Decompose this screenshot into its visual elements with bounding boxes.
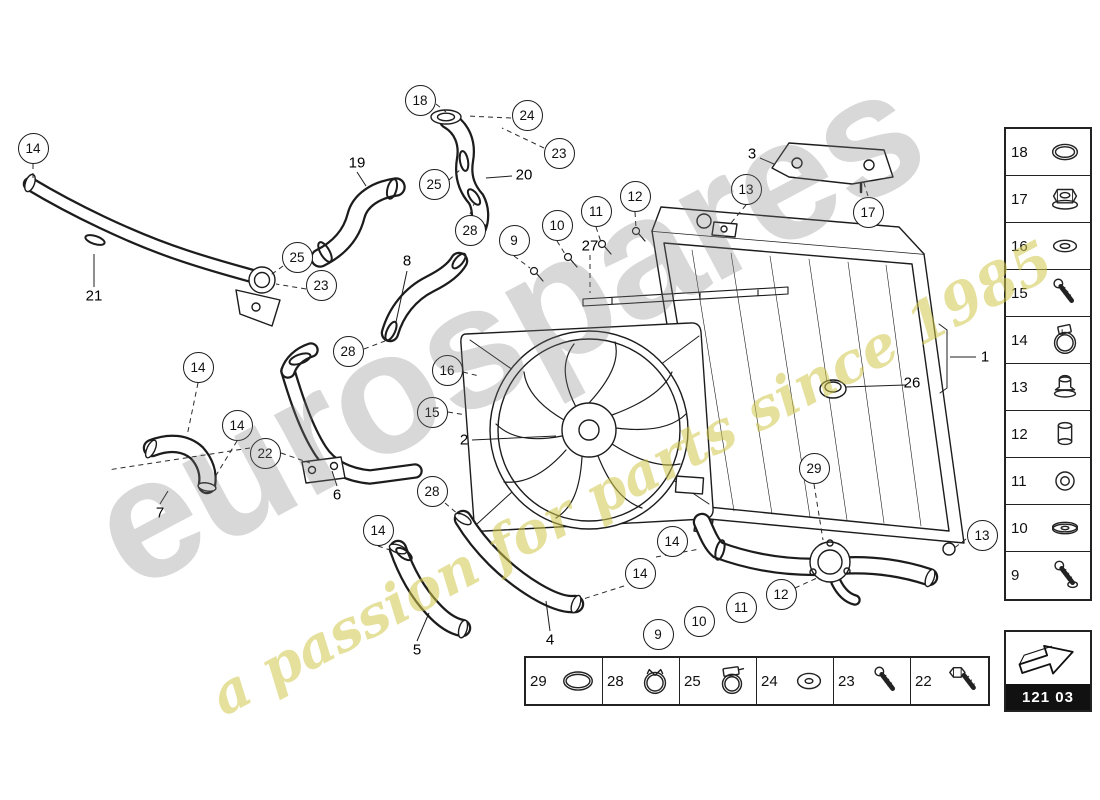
bottom-parts-legend: 29 28 25 24 23 22 — [524, 656, 990, 706]
part-label-8: 8 — [402, 252, 412, 270]
hex-bolt-icon — [944, 661, 984, 701]
part-balloon-23[interactable]: 23 — [305, 269, 337, 301]
rubber-grommet-icon — [1045, 367, 1085, 407]
part-balloon-16[interactable]: 16 — [431, 354, 463, 386]
legend-item-17[interactable]: 17 — [1006, 176, 1090, 223]
part-balloon-11[interactable]: 11 — [580, 195, 612, 227]
screw-icon — [866, 661, 906, 701]
part-balloon-14[interactable]: 14 — [656, 525, 688, 557]
legend-item-23[interactable]: 23 — [834, 658, 911, 704]
part-balloon-9[interactable]: 9 — [498, 224, 530, 256]
bolt-icon — [1045, 556, 1085, 596]
part-balloon-10[interactable]: 10 — [541, 209, 573, 241]
part-label-20: 20 — [515, 166, 533, 184]
legend-number: 15 — [1011, 284, 1028, 302]
legend-item-18[interactable]: 18 — [1006, 129, 1090, 176]
part-balloon-14[interactable]: 14 — [624, 557, 656, 589]
legend-number: 9 — [1011, 567, 1020, 584]
legend-item-13[interactable]: 13 — [1006, 364, 1090, 411]
washer-icon — [1045, 226, 1085, 266]
spring-clamp-icon — [635, 661, 675, 701]
legend-item-12[interactable]: 12 — [1006, 411, 1090, 458]
legend-item-15[interactable]: 15 — [1006, 270, 1090, 317]
legend-item-14[interactable]: 14 — [1006, 317, 1090, 364]
part-balloon-13[interactable]: 13 — [966, 519, 998, 551]
part-balloon-23[interactable]: 23 — [543, 137, 575, 169]
part-balloon-14[interactable]: 14 — [362, 514, 394, 546]
part-balloon-28[interactable]: 28 — [416, 475, 448, 507]
part-label-19: 19 — [348, 154, 366, 172]
legend-number: 18 — [1011, 143, 1028, 161]
part-balloon-28[interactable]: 28 — [332, 335, 364, 367]
legend-number: 11 — [1011, 472, 1027, 490]
part-label-26: 26 — [903, 374, 921, 392]
legend-item-24[interactable]: 24 — [757, 658, 834, 704]
legend-item-29[interactable]: 29 — [526, 658, 603, 704]
legend-number: 24 — [761, 672, 778, 690]
part-balloon-14[interactable]: 14 — [221, 409, 253, 441]
diagram-nav-box[interactable]: 121 03 — [1004, 630, 1092, 712]
legend-number: 22 — [915, 672, 932, 690]
legend-item-25[interactable]: 25 — [680, 658, 757, 704]
legend-number: 16 — [1011, 237, 1028, 255]
legend-number: 29 — [530, 672, 547, 690]
legend-number: 12 — [1011, 425, 1028, 443]
part-label-3: 3 — [747, 145, 757, 163]
part-label-2: 2 — [459, 431, 469, 449]
grommet-flat-icon — [789, 661, 829, 701]
o-ring-large-icon — [558, 661, 598, 701]
part-balloon-22[interactable]: 22 — [249, 437, 281, 469]
hose-clamp-icon — [1045, 320, 1085, 360]
legend-item-10[interactable]: 10 — [1006, 505, 1090, 552]
diagram-code-badge: 121 03 — [1006, 684, 1090, 710]
legend-number: 13 — [1011, 378, 1028, 396]
part-label-7: 7 — [155, 504, 165, 522]
bushing-icon — [1045, 414, 1085, 454]
seal-ring-icon — [1045, 461, 1085, 501]
part-label-6: 6 — [332, 486, 342, 504]
legend-item-9[interactable]: 9 — [1006, 552, 1090, 599]
part-label-1: 1 — [980, 348, 990, 366]
part-balloon-17[interactable]: 17 — [852, 196, 884, 228]
screw-icon — [1045, 273, 1085, 313]
part-balloon-24[interactable]: 24 — [511, 99, 543, 131]
part-balloon-18[interactable]: 18 — [404, 84, 436, 116]
o-ring-icon — [1045, 132, 1085, 172]
part-balloon-25[interactable]: 25 — [418, 168, 450, 200]
part-balloon-13[interactable]: 13 — [730, 173, 762, 205]
part-balloon-11[interactable]: 11 — [725, 591, 757, 623]
part-balloon-14[interactable]: 14 — [182, 351, 214, 383]
part-balloon-29[interactable]: 29 — [798, 452, 830, 484]
legend-number: 17 — [1011, 190, 1028, 208]
part-balloon-28[interactable]: 28 — [454, 214, 486, 246]
part-balloon-14[interactable]: 14 — [17, 132, 49, 164]
worm-clamp-icon — [712, 661, 752, 701]
part-balloon-10[interactable]: 10 — [683, 605, 715, 637]
legend-number: 25 — [684, 672, 701, 690]
part-label-27: 27 — [581, 237, 599, 255]
legend-number: 10 — [1011, 519, 1028, 537]
side-parts-legend: 18 17 16 15 14 13 12 11 10 9 — [1004, 127, 1092, 601]
legend-number: 23 — [838, 672, 855, 690]
flat-washer-icon — [1045, 508, 1085, 548]
part-balloon-25[interactable]: 25 — [281, 241, 313, 273]
part-balloon-12[interactable]: 12 — [619, 180, 651, 212]
legend-item-11[interactable]: 11 — [1006, 458, 1090, 505]
part-balloon-12[interactable]: 12 — [765, 578, 797, 610]
part-label-21: 21 — [85, 287, 103, 305]
part-label-5: 5 — [412, 641, 422, 659]
part-balloon-9[interactable]: 9 — [642, 618, 674, 650]
legend-item-28[interactable]: 28 — [603, 658, 680, 704]
legend-item-22[interactable]: 22 — [911, 658, 988, 704]
part-label-4: 4 — [545, 631, 555, 649]
legend-number: 14 — [1011, 331, 1028, 349]
legend-number: 28 — [607, 672, 624, 690]
legend-item-16[interactable]: 16 — [1006, 223, 1090, 270]
flange-nut-icon — [1045, 179, 1085, 219]
next-diagram-arrow-icon[interactable] — [1006, 632, 1090, 684]
part-balloon-15[interactable]: 15 — [416, 396, 448, 428]
